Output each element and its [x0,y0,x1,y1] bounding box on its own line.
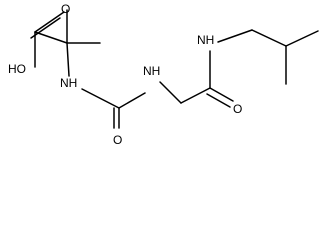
molecule-structure: HO O NH O NH O NH [8,2,319,147]
hydroxyl-label: HO [8,62,26,76]
carboxyl-oxygen-label: O [61,2,70,16]
bond-c1-o-carbonyl-b [30,17,61,39]
bond-ch2-ch [251,29,287,47]
molecule-canvas: HO O NH O NH O NH [8,2,319,147]
amine-right-label: NH [197,33,214,47]
bond-lines [30,9,319,129]
bond-ch-methyl-right [285,30,319,47]
bond-urea-c-n-middle [118,92,146,109]
bond-n-middle-ch2 [159,81,182,104]
bond-n-left-carbonyl [81,88,120,109]
amine-middle-label: NH [143,64,160,78]
bond-c2-n-left [66,42,70,77]
amide-oxygen-label: O [233,102,242,116]
bond-amide-c-o-b [206,93,231,108]
bond-c1-c2 [34,31,68,44]
atom-labels: HO O NH O NH O NH [8,2,242,147]
bond-n-right-ch2 [217,29,253,43]
bond-amide-c-o-a [209,87,234,102]
amine-left-label: NH [60,76,77,90]
bond-ch2-amide-c [180,87,211,104]
bond-c1-o-carbonyl-a [34,11,65,33]
urea-oxygen-label: O [113,133,122,147]
